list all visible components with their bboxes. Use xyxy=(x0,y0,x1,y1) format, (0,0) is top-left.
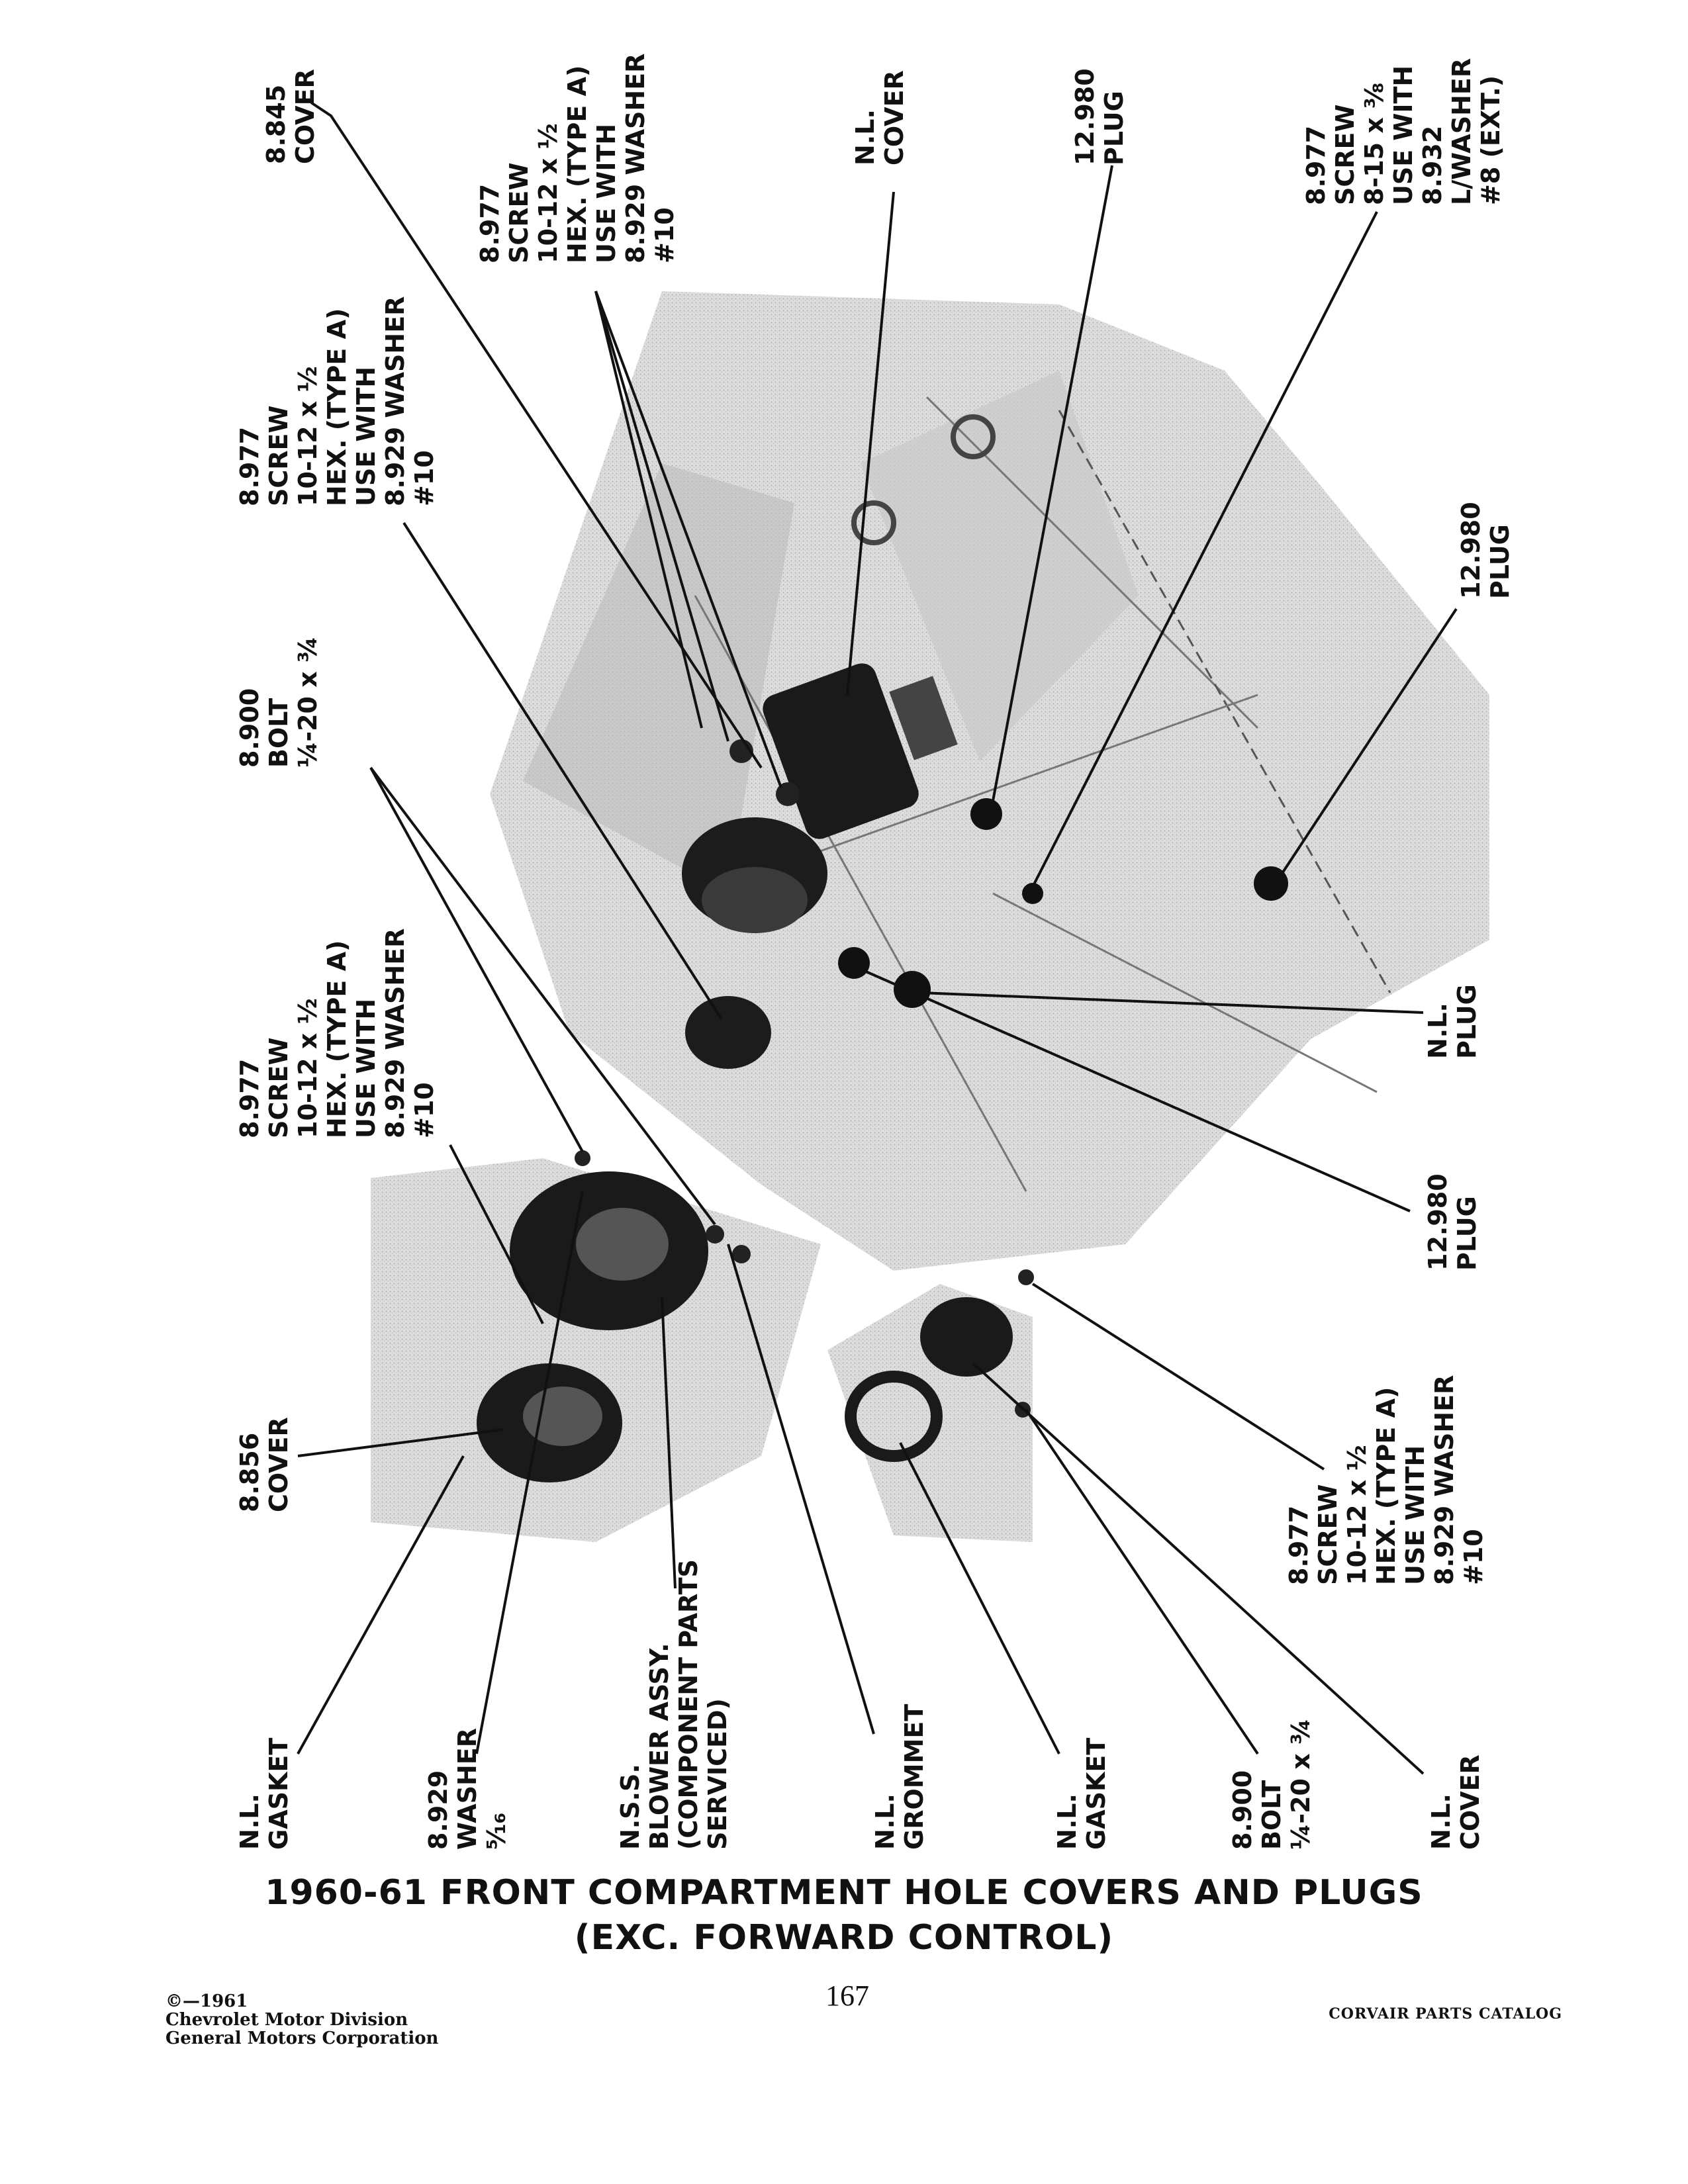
copyright-notice: ©—1961 Chevrolet Motor Division General … xyxy=(165,1991,439,2048)
callout-screw-top-right: 8.977 SCREW 8-15 x ⅜ USE WITH 8.932 L/WA… xyxy=(1301,58,1505,205)
blower-inset xyxy=(371,1150,821,1542)
catalog-name: CORVAIR PARTS CATALOG xyxy=(1329,2005,1562,2023)
callout-nl-cover-bottom: N.L. COVER xyxy=(1427,1754,1485,1850)
figure-subtitle: (EXC. FORWARD CONTROL) xyxy=(574,1918,1114,1958)
callout-screw-left: 8.977 SCREW 10-12 x ½ HEX. (TYPE A) USE … xyxy=(235,928,439,1138)
callout-nss-blower-assy: N.S.S. BLOWER ASSY. (COMPONENT PARTS SER… xyxy=(616,1559,732,1850)
callout-nl-gasket-left: N.L. GASKET xyxy=(235,1737,293,1850)
callout-nl-plug: N.L. PLUG xyxy=(1423,984,1481,1059)
callout-nl-grommet: N.L. GROMMET xyxy=(870,1704,929,1850)
callout-8900-bolt-bottom: 8.900 BOLT ¼-20 x ¾ xyxy=(1228,1718,1315,1850)
callout-8845-cover: 8.845 COVER xyxy=(261,69,320,164)
callout-8856-cover: 8.856 COVER xyxy=(235,1417,293,1512)
callout-12980-plug-top: 12.980 PLUG xyxy=(1070,68,1129,165)
callout-nl-cover-top: N.L. COVER xyxy=(851,70,909,165)
callout-12980-plug-bottom: 12.980 PLUG xyxy=(1423,1173,1481,1271)
page-number: 167 xyxy=(825,1979,869,2012)
callout-screw-top-mid: 8.977 SCREW 10-12 x ½ HEX. (TYPE A) USE … xyxy=(475,53,679,263)
callout-8929-washer: 8.929 WASHER ⁵⁄₁₆ xyxy=(424,1727,511,1850)
callout-nl-gasket-right: N.L. GASKET xyxy=(1053,1737,1111,1850)
callout-8900-bolt-left: 8.900 BOLT ¼-20 x ¾ xyxy=(235,636,322,768)
callout-12980-plug-right: 12.980 PLUG xyxy=(1456,502,1515,599)
callout-screw-bottom-right: 8.977 SCREW 10-12 x ½ HEX. (TYPE A) USE … xyxy=(1284,1375,1488,1585)
leader-lines xyxy=(297,101,1458,1775)
figure-title: 1960-61 FRONT COMPARTMENT HOLE COVERS AN… xyxy=(265,1873,1423,1913)
cover-inset xyxy=(827,1269,1034,1542)
callout-screw-top-left: 8.977 SCREW 10-12 x ½ HEX. (TYPE A) USE … xyxy=(235,296,439,506)
